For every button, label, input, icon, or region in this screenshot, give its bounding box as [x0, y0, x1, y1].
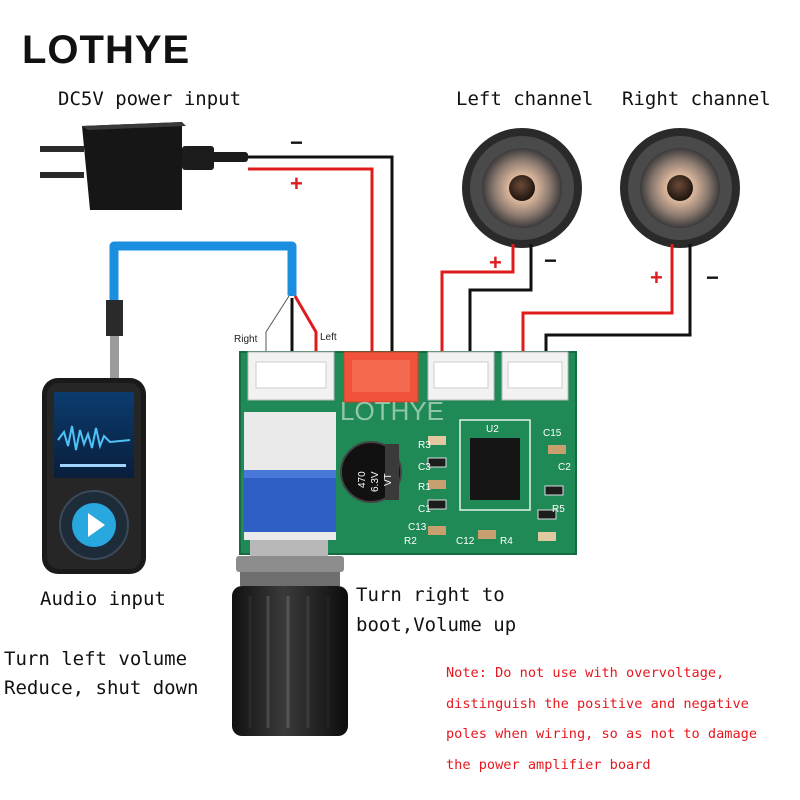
- capacitor-code: VT: [383, 473, 394, 486]
- board-mark: C2: [558, 462, 571, 473]
- power-positive-mark: +: [290, 171, 303, 196]
- amplifier-board: [239, 351, 577, 555]
- warning-note: Note: Do not use with overvoltage, disti…: [446, 658, 786, 780]
- left-negative-mark: −: [544, 248, 557, 273]
- board-mark: C15: [543, 428, 562, 439]
- turn-left-label-line1: Turn left volume: [4, 648, 188, 670]
- power-negative-mark: −: [290, 130, 303, 155]
- board-mark: R4: [500, 536, 513, 547]
- board-mark: R2: [404, 536, 417, 547]
- audio-left-label: Left: [320, 332, 337, 343]
- board-mark: U2: [486, 424, 499, 435]
- board-mark: C12: [456, 536, 475, 547]
- right-channel-label: Right channel: [622, 88, 771, 110]
- board-mark: C13: [408, 522, 427, 533]
- capacitor-value: 470: [357, 471, 368, 488]
- board-silkscreen-logo: LOTHYE: [340, 396, 444, 426]
- audio-input-label: Audio input: [40, 588, 166, 610]
- left-positive-mark: +: [489, 250, 502, 275]
- right-negative-mark: −: [706, 265, 719, 290]
- audio-right-label: Right: [234, 334, 258, 345]
- power-adapter-icon: [40, 122, 248, 210]
- capacitor-voltage: 6.3V: [370, 471, 381, 492]
- right-speaker-icon: [620, 128, 740, 248]
- board-mark: R5: [552, 504, 565, 515]
- board-mark: R1: [418, 482, 431, 493]
- music-player-icon: [42, 378, 146, 574]
- turn-left-label-line2: Reduce, shut down: [4, 677, 199, 699]
- board-mark: C3: [418, 462, 431, 473]
- board-mark: R3: [418, 440, 431, 451]
- left-speaker-wires: [440, 244, 533, 378]
- warning-note-line: distinguish the positive and negative: [446, 695, 749, 712]
- warning-note-line: poles when wiring, so as not to damage: [446, 726, 757, 742]
- turn-right-label-line2: boot,Volume up: [356, 614, 517, 636]
- volume-knob-icon: [232, 540, 348, 736]
- left-speaker-icon: [462, 128, 582, 248]
- board-mark: C1: [418, 504, 431, 515]
- right-positive-mark: +: [650, 265, 663, 290]
- turn-right-label-line1: Turn right to: [356, 584, 505, 606]
- brand-logo: LOTHYE: [22, 28, 191, 72]
- left-channel-label: Left channel: [456, 88, 594, 110]
- warning-note-line: Note: Do not use with overvoltage,: [446, 665, 725, 681]
- audio-cable: [106, 241, 318, 380]
- power-wires: [248, 155, 394, 378]
- warning-note-line: the power amplifier board: [446, 756, 651, 773]
- power-input-label: DC5V power input: [58, 88, 242, 110]
